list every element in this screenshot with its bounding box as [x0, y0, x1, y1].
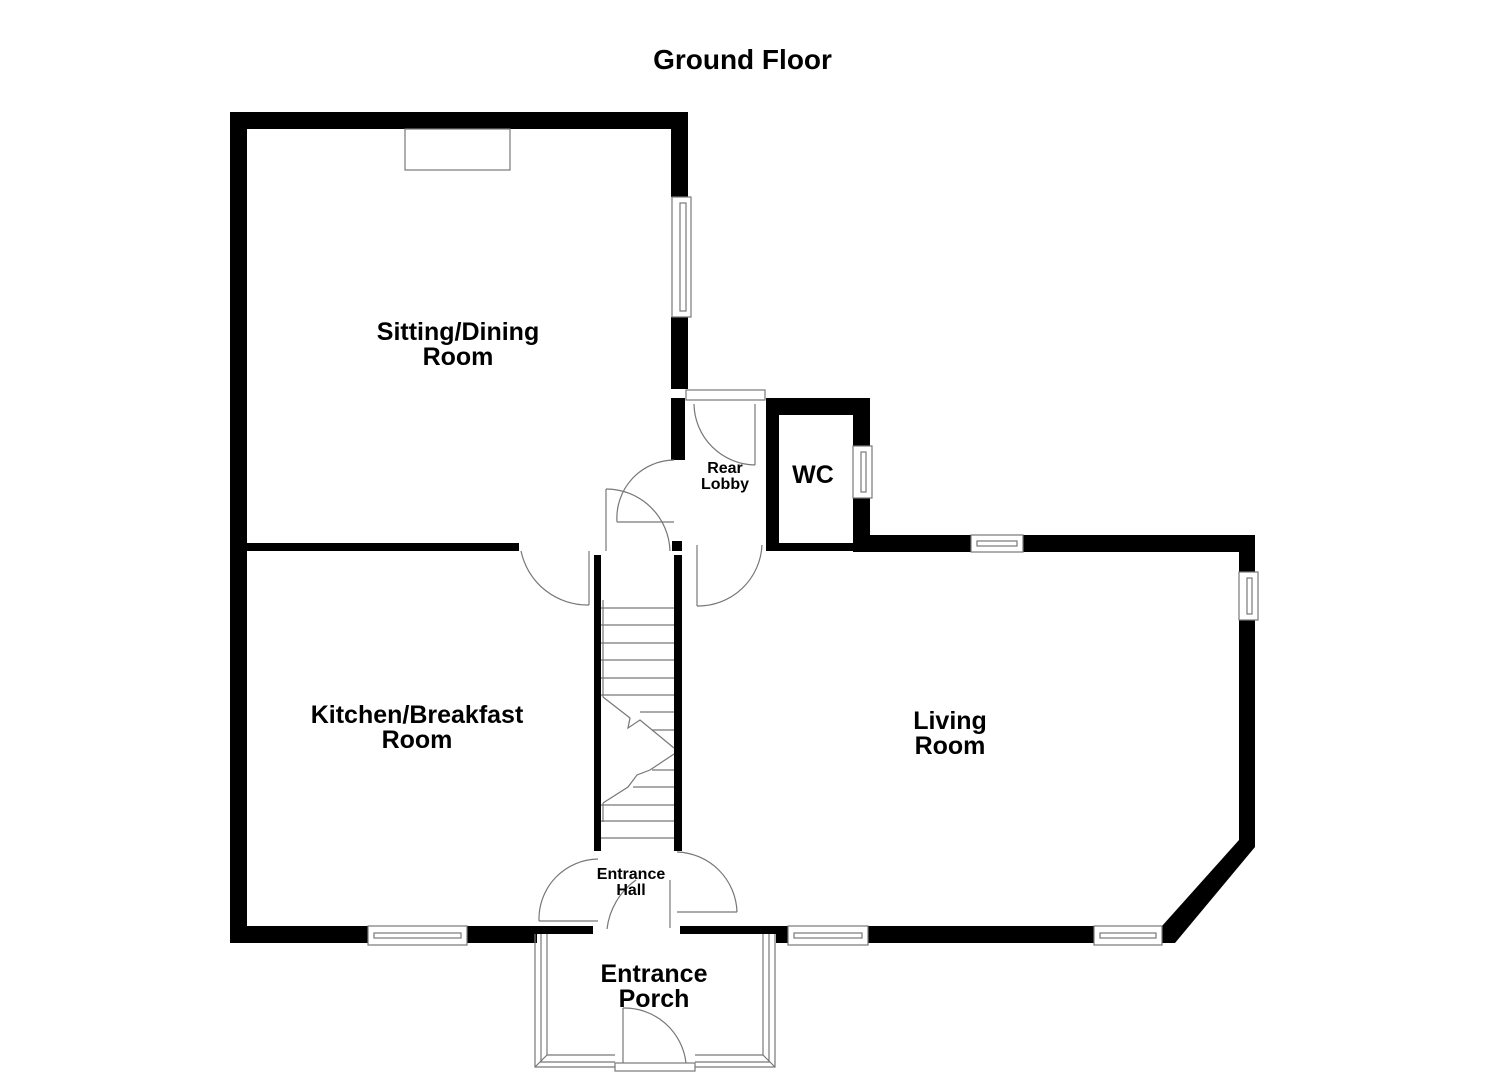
- door-icon: [616, 459, 675, 523]
- window-icon: [1093, 925, 1163, 946]
- door-icon: [605, 488, 671, 552]
- door-icon: [520, 550, 590, 606]
- door-icon: [669, 851, 738, 928]
- window-icon: [970, 534, 1024, 553]
- door-icon: [696, 544, 763, 607]
- porch-glazing: [534, 934, 776, 1068]
- walls: [230, 112, 1255, 943]
- window-icon: [787, 925, 869, 946]
- room-label-living: Living Room: [913, 707, 987, 760]
- fireplace-icon: [404, 128, 511, 171]
- window-icon: [1238, 571, 1259, 621]
- room-label-kitchen-breakfast: Kitchen/Breakfast Room: [310, 701, 524, 754]
- room-label-rear-lobby: Rear Lobby: [701, 460, 749, 493]
- room-label-sitting-dining: Sitting/Dining Room: [376, 318, 540, 371]
- window-icon: [852, 445, 873, 499]
- room-label-entrance-porch: Entrance Porch: [600, 960, 708, 1013]
- floor-title: Ground Floor: [653, 44, 832, 75]
- room-label-entrance-hall: Entrance Hall: [596, 866, 666, 899]
- room-label-wc: WC: [792, 461, 834, 489]
- door-icon: [614, 1007, 696, 1072]
- window-icon: [367, 925, 468, 946]
- doors: [520, 389, 766, 1072]
- staircase-icon: [601, 600, 675, 839]
- windows: [367, 196, 1259, 946]
- door-icon: [538, 858, 637, 930]
- door-icon: [693, 403, 756, 466]
- window-icon: [671, 196, 692, 318]
